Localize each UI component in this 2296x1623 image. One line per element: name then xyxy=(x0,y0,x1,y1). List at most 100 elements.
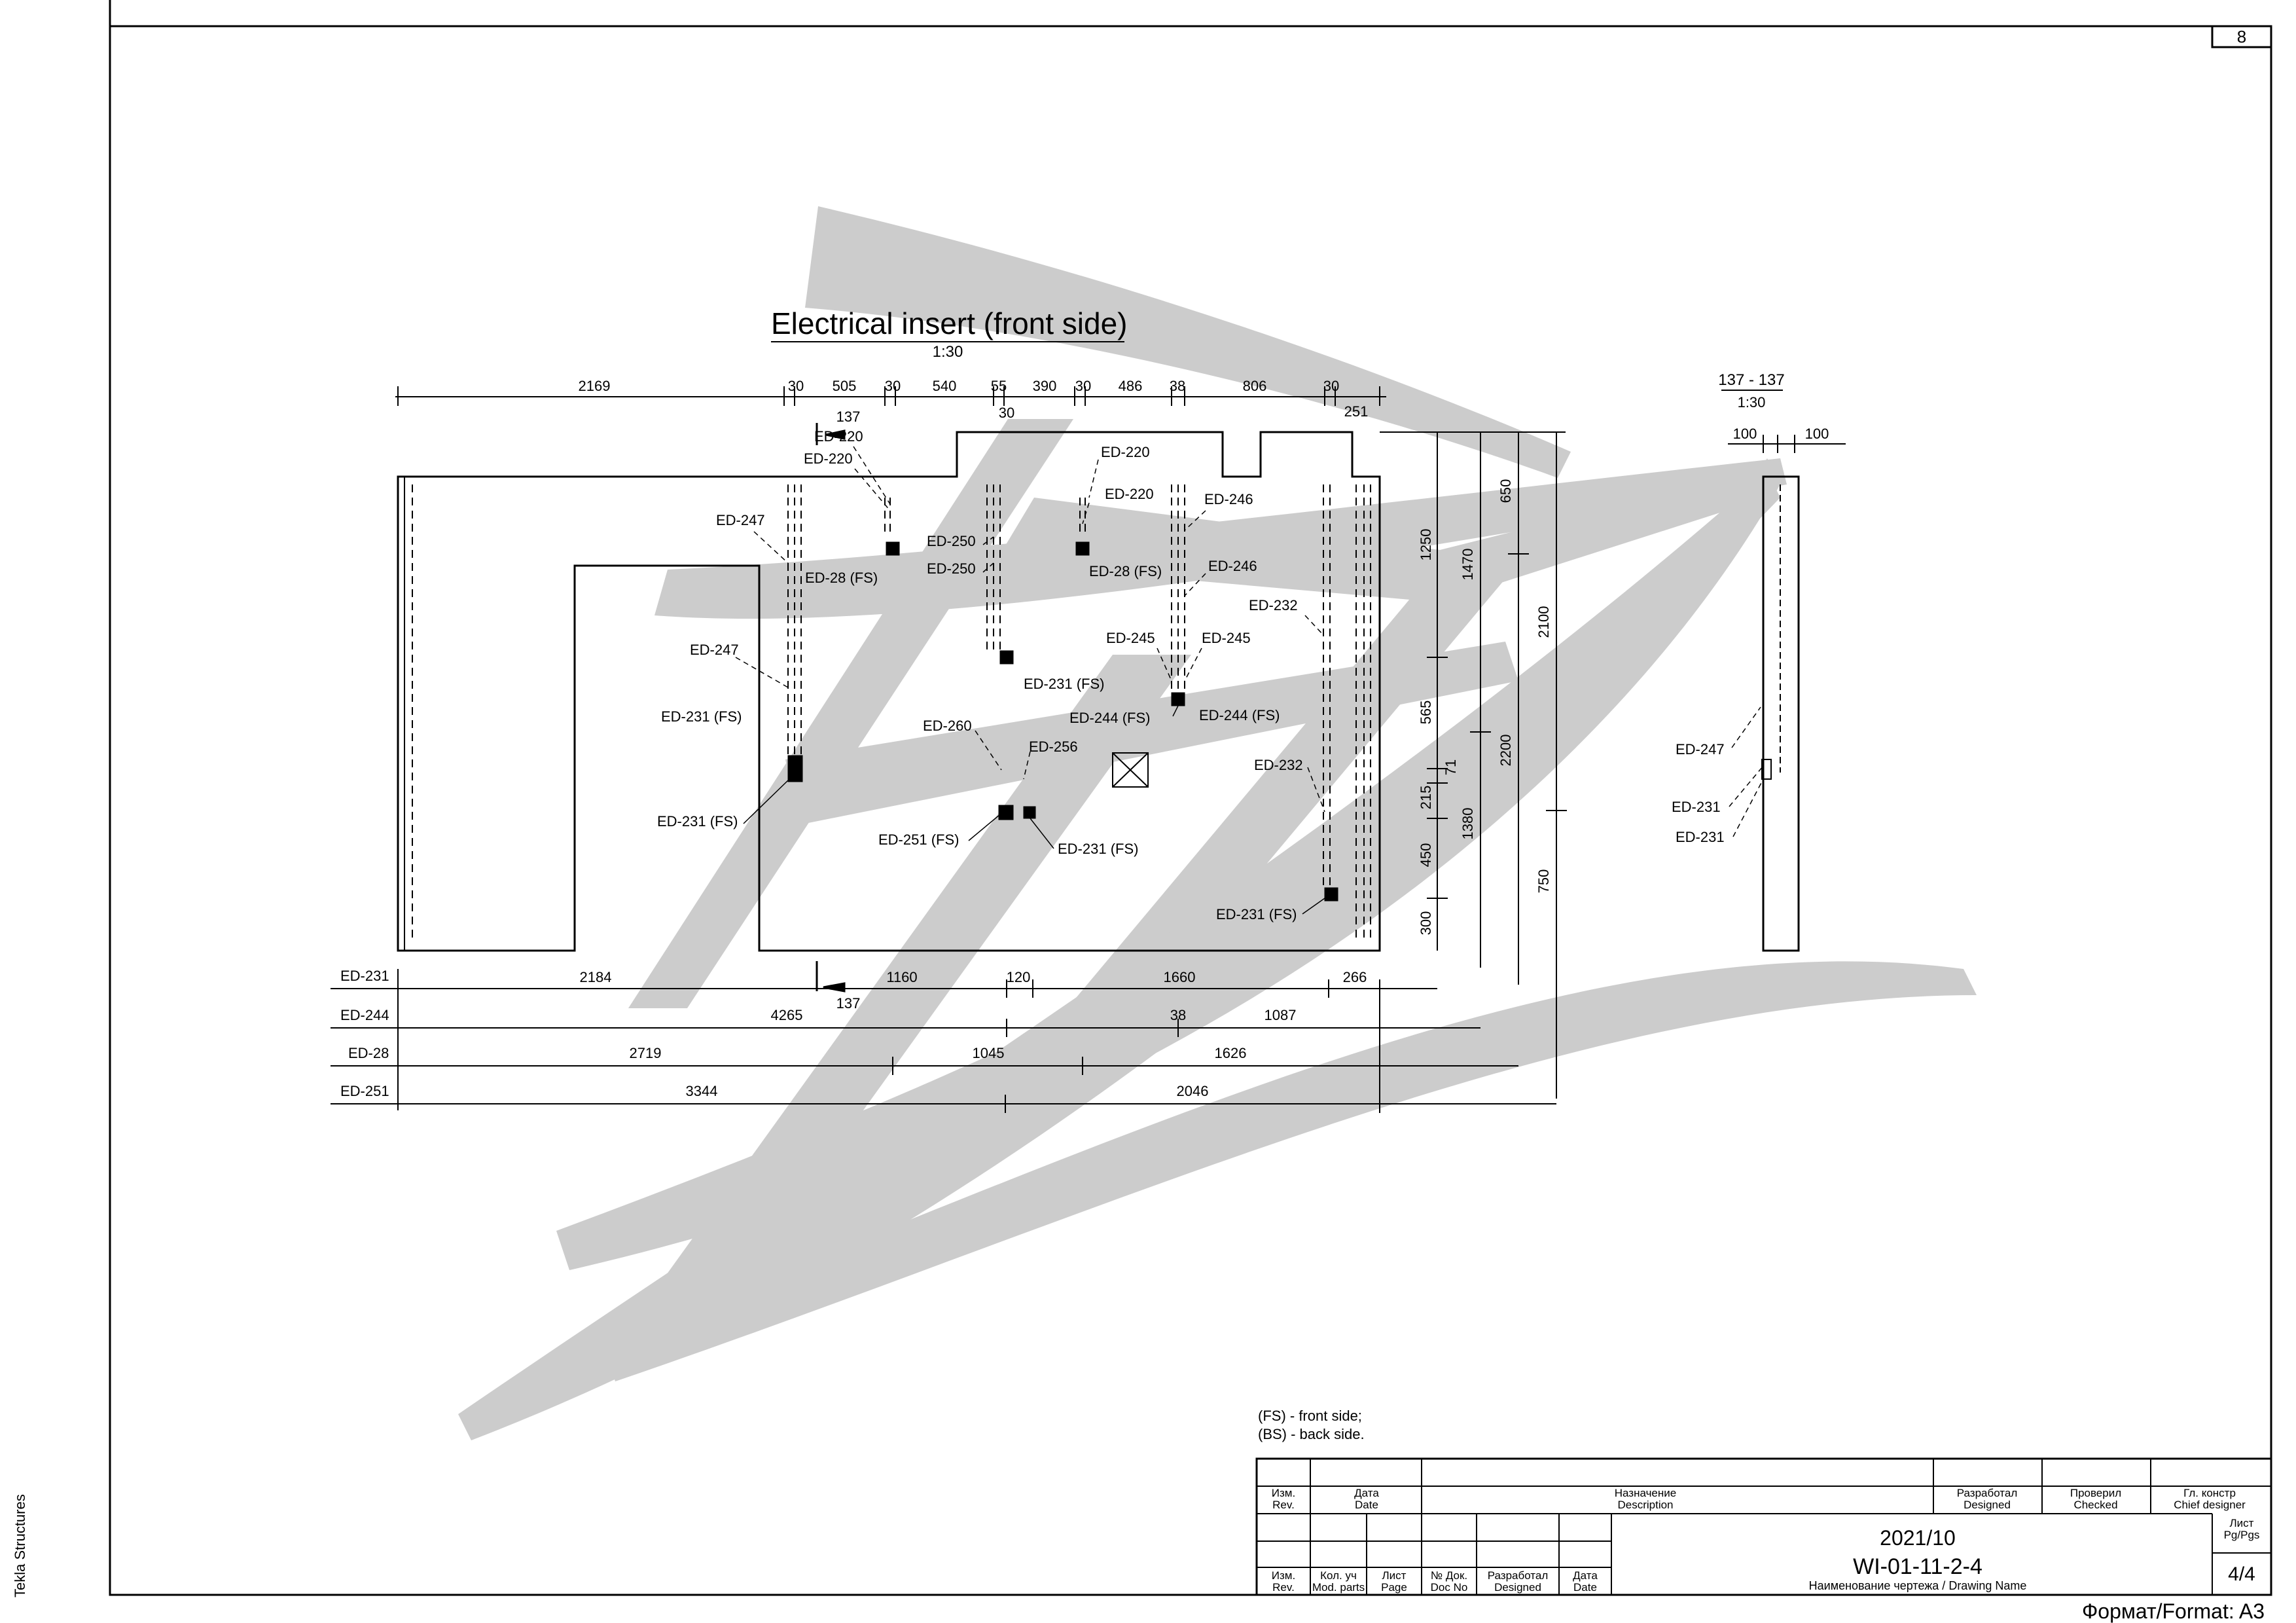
label-ed-256: ED-256 xyxy=(1029,739,1078,755)
row-ed-244-v2: 1087 xyxy=(1265,1007,1297,1023)
tb-checked-en: Checked xyxy=(2073,1499,2117,1511)
dim-486: 486 xyxy=(1119,378,1143,394)
tb-kol-uch-en: Mod. parts xyxy=(1312,1581,1365,1594)
label-ed-250-a: ED-250 xyxy=(927,533,976,549)
insert-ed-244 xyxy=(1171,692,1185,706)
row-label-ed-231: ED-231 xyxy=(340,968,389,984)
label-ed-246-b: ED-246 xyxy=(1208,558,1257,574)
label-ed-245-b: ED-245 xyxy=(1202,630,1251,646)
side-label-ed-231-b: ED-231 xyxy=(1676,829,1725,845)
dim-215: 215 xyxy=(1418,786,1434,810)
side-view-scale: 1:30 xyxy=(1738,394,1766,410)
tb-date-2-en: Date xyxy=(1573,1581,1597,1594)
label-ed-232-b: ED-232 xyxy=(1254,757,1303,773)
dim-450: 450 xyxy=(1418,843,1434,867)
row-ed-244-v0: 4265 xyxy=(771,1007,803,1023)
right-dimension-lines xyxy=(1380,431,1567,1099)
section-cut-bottom xyxy=(816,961,846,993)
dim-30-a: 30 xyxy=(788,378,804,394)
row-label-ed-28: ED-28 xyxy=(348,1045,389,1061)
insert-ed-231-mid xyxy=(999,650,1014,665)
tb-doc-no-en: Doc No xyxy=(1431,1581,1468,1594)
label-ed-231-fs-c: ED-231 (FS) xyxy=(657,813,738,830)
tb-izm-rev: Изм.Rev. xyxy=(1272,1487,1295,1511)
note-bs: (BS) - back side. xyxy=(1258,1426,1365,1442)
view-title: Electrical insert (front side) xyxy=(771,306,1128,340)
tb-data-date-en: Date xyxy=(1355,1499,1378,1511)
tekla-side-label: Tekla Structures xyxy=(12,1494,28,1597)
tb-list-page-en: Page xyxy=(1381,1581,1407,1594)
label-ed-220-d: ED-220 xyxy=(1105,486,1154,502)
row-ed-28-v2: 1626 xyxy=(1215,1045,1247,1061)
dim-38: 38 xyxy=(1170,378,1185,394)
tb-izm-rev-2-ru: Изм. xyxy=(1272,1569,1295,1582)
label-ed-251-fs: ED-251 (FS) xyxy=(878,831,959,848)
dim-505: 505 xyxy=(833,378,857,394)
dim-300: 300 xyxy=(1418,911,1434,936)
insert-ed-28-left xyxy=(886,541,900,556)
top-dimension-texts: 2169 30 505 30 540 55 390 30 486 38 806 … xyxy=(579,378,1369,425)
tb-checked-ru: Проверил xyxy=(2070,1487,2121,1499)
tb-chief-ru: Гл. констр xyxy=(2183,1487,2236,1499)
tb-doc-no: № Док.Doc No xyxy=(1431,1569,1468,1594)
tb-doc-no-ru: № Док. xyxy=(1431,1569,1467,1582)
dim-1380: 1380 xyxy=(1460,808,1476,840)
label-ed-247-b: ED-247 xyxy=(690,642,739,658)
dim-1250: 1250 xyxy=(1418,529,1434,561)
label-ed-231-fs-b: ED-231 (FS) xyxy=(661,708,742,725)
row-ed-244-v1: 38 xyxy=(1170,1007,1186,1023)
dim-1470: 1470 xyxy=(1460,549,1476,581)
tb-page-of: 4/4 xyxy=(2228,1563,2255,1585)
side-label-ed-247: ED-247 xyxy=(1676,741,1725,757)
label-ed-231-fs-d: ED-231 (FS) xyxy=(1058,841,1138,857)
dim-30-e: 30 xyxy=(999,405,1014,421)
label-ed-245-a: ED-245 xyxy=(1106,630,1155,646)
dim-55: 55 xyxy=(991,378,1007,394)
view-scale: 1:30 xyxy=(933,343,963,361)
top-dimension-line xyxy=(395,386,1386,406)
tb-list-page-ru: Лист xyxy=(1382,1569,1407,1582)
hidden-lines xyxy=(412,484,1371,943)
tb-data-date-ru: Дата xyxy=(1354,1487,1379,1499)
page-number: 8 xyxy=(2237,27,2246,46)
bottom-row-ed-231: ED-231 2184 1160 120 1660 266 xyxy=(340,968,1367,985)
row-ed-231-v1: 1160 xyxy=(886,969,917,985)
insert-ed-231-small xyxy=(1023,806,1036,819)
dim-540: 540 xyxy=(933,378,957,394)
tb-designed-en: Designed xyxy=(1964,1499,2011,1511)
label-ed-231-fs-e: ED-231 (FS) xyxy=(1216,906,1297,922)
dim-650: 650 xyxy=(1498,479,1514,503)
crossed-box-symbol xyxy=(1112,752,1149,788)
label-ed-220-c: ED-220 xyxy=(1101,444,1150,460)
tb-list-pgs-ru: Лист xyxy=(2230,1517,2254,1529)
side-label-ed-231-a: ED-231 xyxy=(1672,799,1721,815)
dim-565: 565 xyxy=(1418,701,1434,725)
tb-description-en: Description xyxy=(1617,1499,1673,1511)
label-ed-28-fs-b: ED-28 (FS) xyxy=(1089,563,1162,579)
dim-71: 71 xyxy=(1443,759,1459,775)
tb-list-pgs-en: Pg/Pgs xyxy=(2224,1529,2260,1541)
bottom-row-ed-28: ED-28 2719 1045 1626 xyxy=(348,1045,1246,1061)
label-ed-232-a: ED-232 xyxy=(1249,597,1298,613)
side-view: 137 - 137 1:30 100 100 ED-247 ED-231 ED-… xyxy=(1672,371,1846,952)
dim-806: 806 xyxy=(1243,378,1267,394)
title-block xyxy=(1255,1457,2272,1596)
tb-designed-2-en: Designed xyxy=(1494,1581,1541,1594)
tb-izm-rev-2: Изм.Rev. xyxy=(1272,1569,1295,1594)
tb-description-ru: Назначение xyxy=(1615,1487,1676,1499)
row-ed-251-v1: 2046 xyxy=(1177,1083,1209,1099)
dim-30-b: 30 xyxy=(885,378,901,394)
label-ed-28-fs-a: ED-28 (FS) xyxy=(805,570,878,586)
row-ed-28-v1: 1045 xyxy=(973,1045,1005,1061)
row-ed-28-v0: 2719 xyxy=(630,1045,662,1061)
bottom-row-ed-244: ED-244 4265 38 1087 xyxy=(340,1007,1296,1023)
label-ed-250-b: ED-250 xyxy=(927,560,976,577)
row-ed-231-v3: 1660 xyxy=(1164,969,1196,985)
